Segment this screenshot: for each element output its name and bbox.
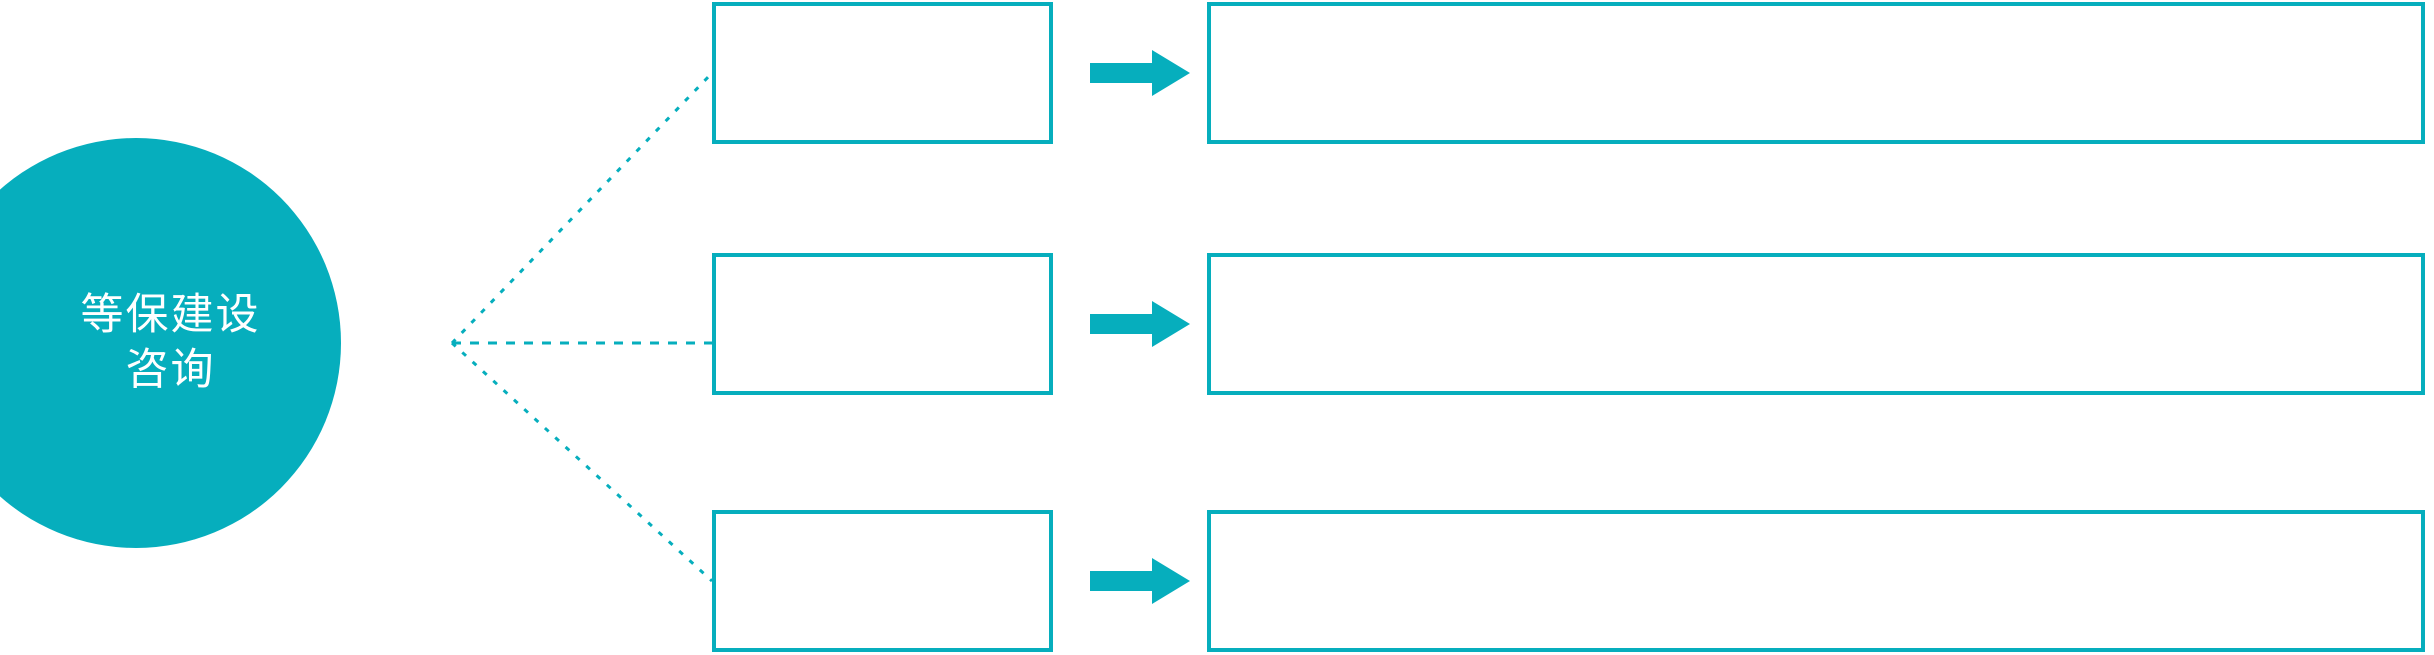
detail-box-3[interactable] <box>1207 510 2425 652</box>
hub-title-line-1: 等保建设 <box>80 290 261 339</box>
right-arrow-icon <box>1090 301 1190 347</box>
hub-circle[interactable]: 等保建设 咨询 <box>0 138 341 548</box>
detail-box-2[interactable] <box>1207 253 2425 395</box>
stage-box-2[interactable] <box>712 253 1053 395</box>
connector-line-top <box>450 71 714 345</box>
detail-box-1[interactable] <box>1207 2 2425 144</box>
right-arrow-icon <box>1090 558 1190 604</box>
connector-line-bottom <box>450 341 714 583</box>
stage-box-1[interactable] <box>712 2 1053 144</box>
hub-title-line-2: 咨询 <box>125 346 216 394</box>
stage-box-3[interactable] <box>712 510 1053 652</box>
right-arrow-icon <box>1090 50 1190 96</box>
